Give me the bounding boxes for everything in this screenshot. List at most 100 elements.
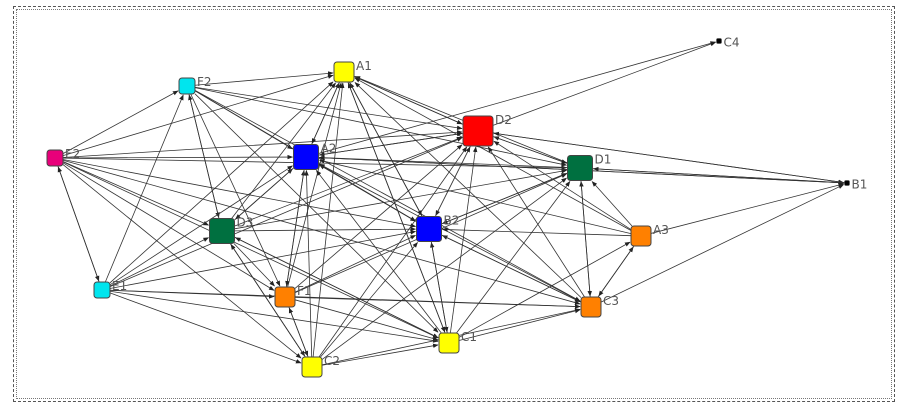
node-b1[interactable]: B1	[844, 178, 868, 192]
edge-d1-c3	[580, 180, 592, 297]
node-square-e2[interactable]	[46, 149, 64, 167]
edge-c2-f1	[288, 307, 309, 358]
node-label-f1: F1	[297, 284, 312, 298]
edge-e2-c1	[62, 161, 439, 339]
node-d1[interactable]: D1	[567, 153, 612, 181]
edge-b2-c3	[441, 234, 581, 303]
edge-b2-d1	[441, 173, 568, 225]
node-a1[interactable]: A1	[333, 59, 372, 83]
node-square-c2[interactable]	[301, 356, 323, 378]
edge-c2-c1	[321, 343, 439, 366]
edge-f2-f1	[190, 93, 281, 287]
edge-c2-d3	[230, 244, 306, 358]
edge-d3-f2	[188, 94, 220, 219]
node-label-b2: B2	[444, 214, 460, 228]
edge-e1-c2	[109, 292, 302, 364]
edge-c2-d1	[321, 177, 567, 360]
node-b2[interactable]: B2	[416, 214, 460, 242]
edge-e1-f2	[104, 94, 184, 283]
edge-d3-f1	[233, 243, 275, 287]
edge-a3-b1	[650, 182, 845, 234]
node-c4[interactable]: C4	[716, 36, 740, 50]
edge-e1-a1	[109, 81, 334, 284]
edge-c3-a1	[354, 82, 582, 298]
node-a3[interactable]: A3	[630, 223, 669, 247]
node-label-c3: C3	[603, 294, 619, 308]
edge-e2-d2	[62, 130, 463, 158]
node-label-a1: A1	[356, 59, 372, 73]
node-square-d1[interactable]	[567, 155, 593, 181]
edge-a3-b2	[441, 227, 632, 237]
diagram-inner-border	[16, 9, 892, 399]
edge-d1-a2	[318, 155, 568, 168]
edge-e2-c3	[62, 159, 581, 305]
edge-f2-c3	[194, 90, 581, 302]
node-square-c4[interactable]	[716, 38, 722, 44]
node-square-a2[interactable]	[293, 144, 319, 170]
edge-e2-a2	[62, 154, 294, 160]
node-square-f1[interactable]	[274, 286, 296, 308]
node-d3[interactable]: D3	[209, 216, 254, 244]
edge-f2-a1	[194, 71, 334, 86]
edge-d3-b2	[234, 226, 417, 232]
node-label-c2: C2	[324, 354, 340, 368]
node-f1[interactable]: F1	[274, 284, 312, 308]
edge-a3-d1	[591, 181, 633, 227]
node-a2[interactable]: A2	[293, 142, 337, 170]
edge-f2-c1	[194, 93, 439, 333]
node-square-c1[interactable]	[438, 332, 460, 354]
edge-f1-a1	[287, 82, 343, 288]
edge-b2-d2	[434, 146, 471, 217]
node-c1[interactable]: C1	[438, 330, 477, 354]
node-label-c1: C1	[461, 330, 477, 344]
edge-d3-d1	[234, 169, 568, 230]
node-square-a1[interactable]	[333, 61, 355, 83]
node-square-e1[interactable]	[93, 281, 111, 299]
edge-a3-a2	[318, 159, 632, 235]
node-e1[interactable]: E1	[93, 279, 127, 299]
node-f2[interactable]: F2	[178, 75, 212, 95]
node-label-f2: F2	[197, 75, 212, 89]
node-square-b1[interactable]	[844, 180, 850, 186]
node-label-e1: E1	[112, 279, 127, 293]
edge-c2-a1	[312, 82, 345, 358]
node-square-b2[interactable]	[416, 216, 442, 242]
node-label-d2: D2	[495, 113, 512, 127]
edge-c1-d1	[456, 181, 571, 334]
edge-a3-c3	[598, 245, 635, 297]
edge-e2-a1	[62, 74, 334, 157]
node-d2[interactable]: D2	[462, 113, 512, 147]
node-label-b1: B1	[852, 178, 868, 192]
edge-c2-b2	[320, 242, 418, 358]
node-label-d1: D1	[595, 153, 612, 167]
edge-e2-c2	[62, 164, 302, 359]
node-square-d2[interactable]	[462, 115, 494, 147]
edge-d2-c4	[492, 41, 717, 126]
edge-d1-a1	[354, 76, 568, 164]
edge-f2-d1	[194, 87, 568, 167]
edge-e2-d3	[62, 161, 210, 226]
edge-c1-a2	[316, 170, 442, 334]
edge-c2-a2	[304, 169, 313, 358]
edge-a2-d3	[235, 167, 294, 220]
edge-e1-c1	[109, 290, 439, 343]
edge-a2-d2	[318, 131, 463, 156]
edge-e2-b2	[62, 159, 417, 228]
edge-c3-a2	[319, 163, 582, 303]
node-square-c3[interactable]	[580, 296, 602, 318]
node-square-d3[interactable]	[209, 218, 235, 244]
edge-a2-f1	[285, 169, 305, 287]
edge-a3-a1	[354, 77, 632, 231]
node-c2[interactable]: C2	[301, 354, 340, 378]
node-c3[interactable]: C3	[580, 294, 619, 318]
node-label-e2: E2	[65, 147, 80, 161]
node-square-a3[interactable]	[630, 225, 652, 247]
edge-a1-a2	[311, 81, 340, 145]
node-square-f2[interactable]	[178, 77, 196, 95]
node-e2[interactable]: E2	[46, 147, 80, 167]
edge-a3-d2	[493, 140, 632, 230]
edge-c2-d2	[318, 146, 468, 358]
edge-e2-f1	[62, 162, 275, 291]
